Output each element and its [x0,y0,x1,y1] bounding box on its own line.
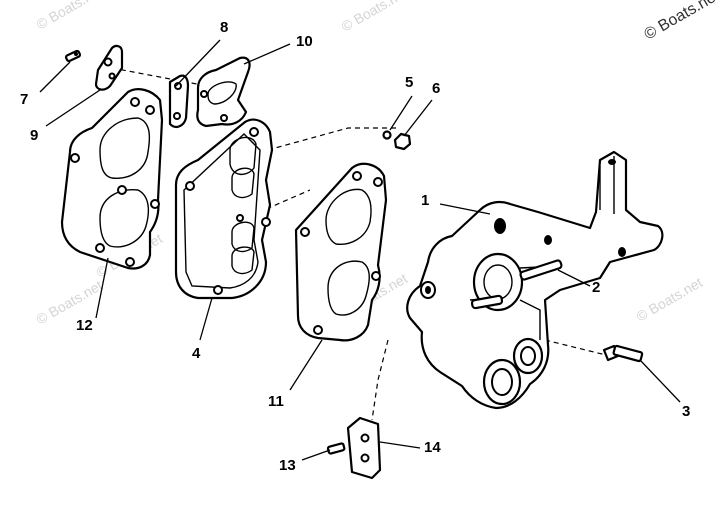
callout-12: 12 [76,317,93,334]
part-13-screw [326,442,346,455]
leader-lines [39,39,681,461]
part-9-bracket [94,44,124,91]
callout-2: 2 [592,279,600,296]
part-1-housing [406,150,664,410]
part-11-gasket [294,162,388,342]
watermark-text: © Boats.net [34,277,106,328]
callout-11: 11 [268,393,284,410]
callout-9: 9 [30,127,38,144]
part-12-gasket [60,88,164,270]
part-5-washer [382,130,392,140]
copyright-text: © Boats.net [642,0,724,43]
callout-8: 8 [220,19,228,36]
callout-14: 14 [424,439,441,456]
part-6-nut [393,132,412,151]
watermark-text: © Boats.net [339,0,411,35]
callout-10: 10 [296,33,313,50]
watermark-text: © Boats.net [634,274,706,325]
callout-5: 5 [405,74,413,91]
callout-1: 1 [421,192,429,209]
callout-7: 7 [20,91,28,108]
part-14-bracket [346,416,382,480]
watermark-text: © Boats.net [34,0,106,33]
callout-13: 13 [279,457,296,474]
callout-4: 4 [192,345,201,362]
callouts: 1 2 3 4 5 6 7 8 9 10 11 12 13 14 [20,19,690,474]
callout-6: 6 [432,80,440,97]
part-10-gasket [196,56,251,128]
part-2-rod [470,259,563,310]
part-8-gasket [168,74,190,128]
callout-3: 3 [682,403,690,420]
part-3-bolt [602,344,644,363]
part-7-screw [64,49,82,63]
part-4-plate [174,118,274,300]
